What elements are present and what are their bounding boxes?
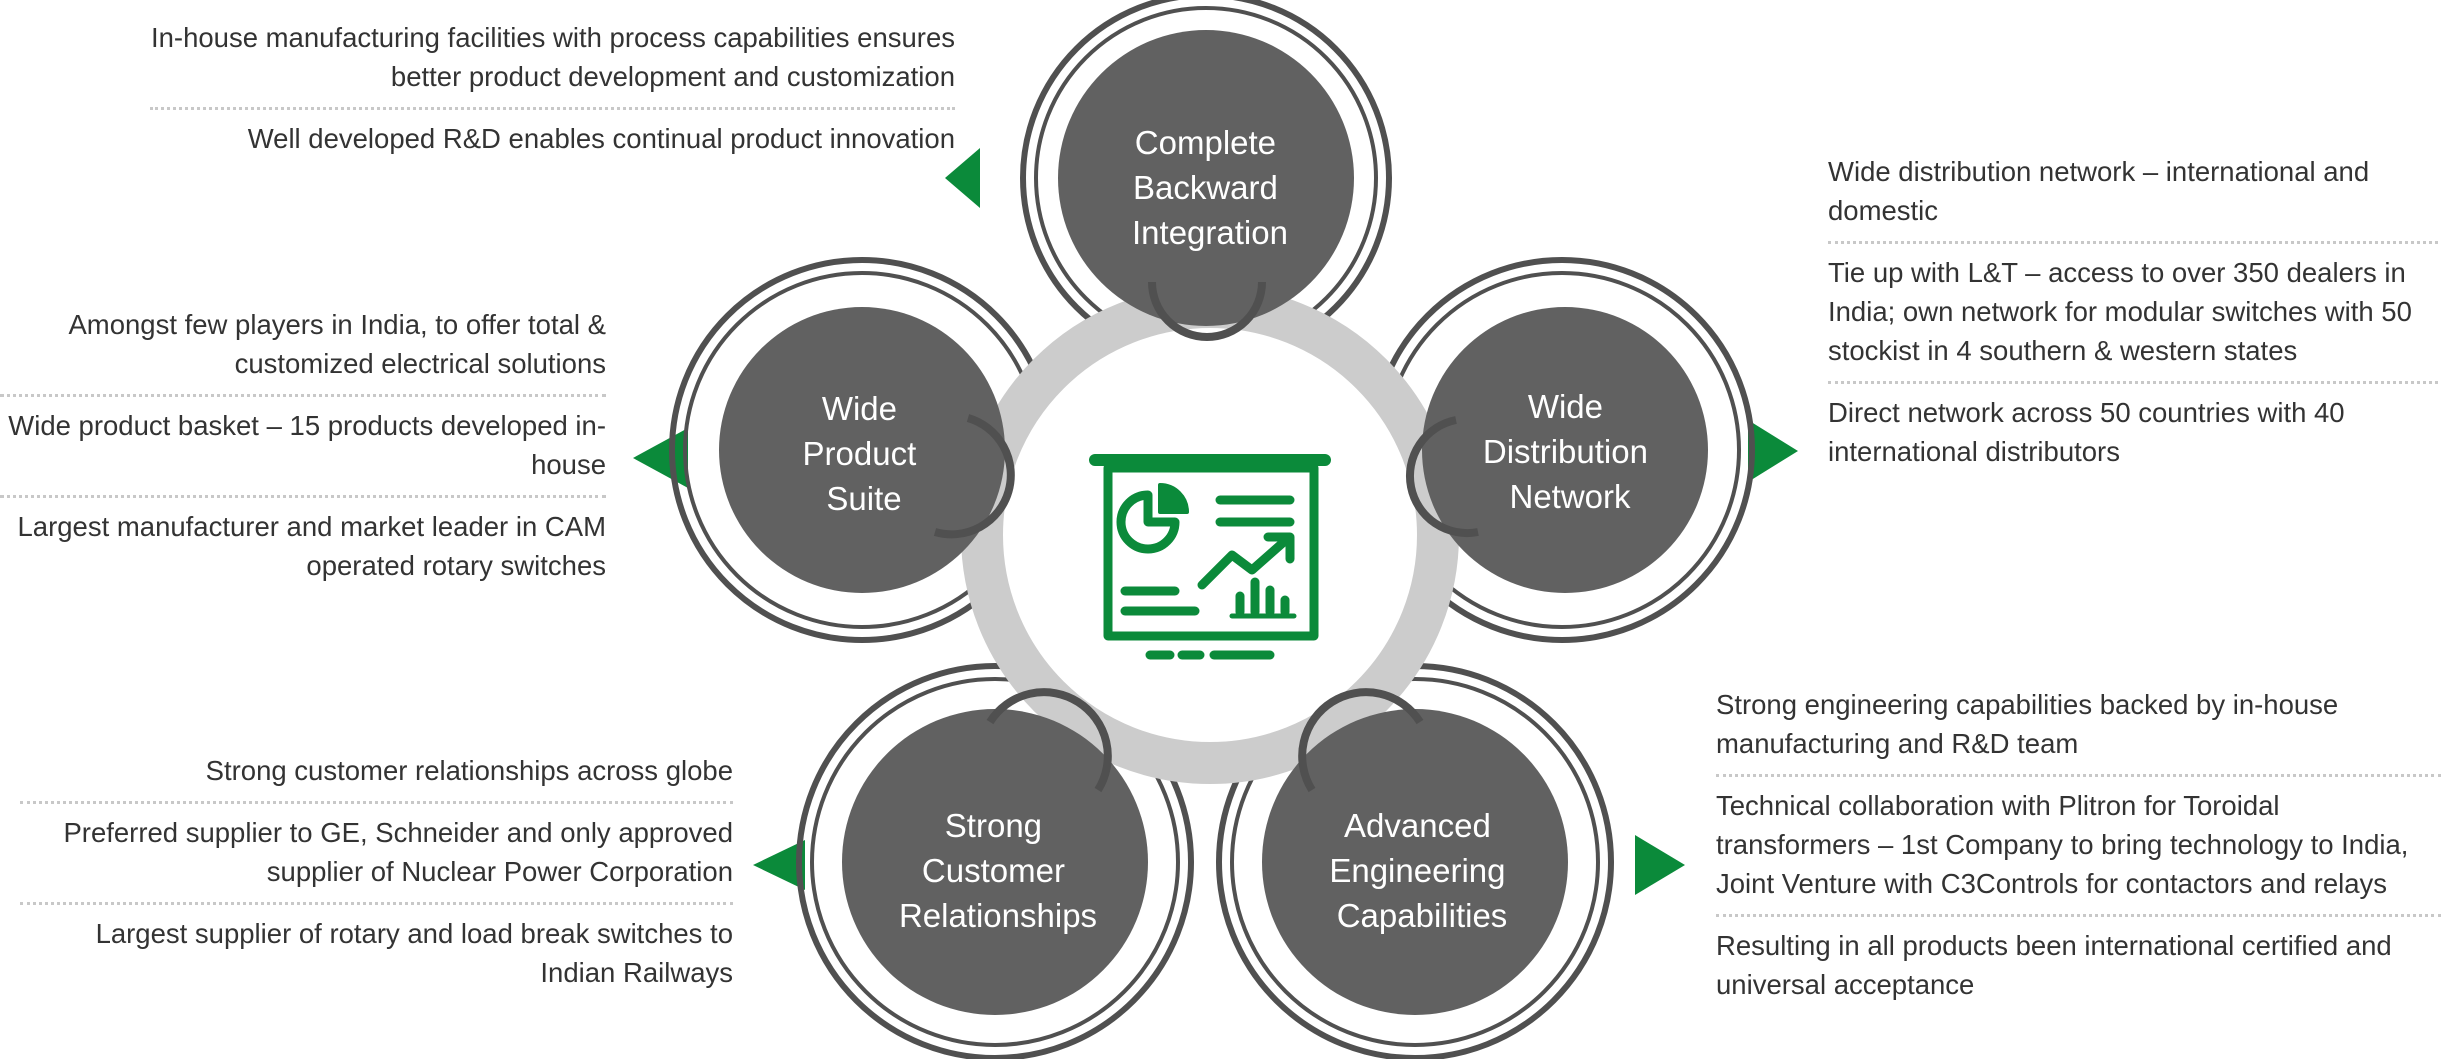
text-block-backward-integration: In-house manufacturing facilities with p…	[150, 18, 955, 169]
pointer-distribution	[1748, 420, 1798, 482]
bullet-point: Preferred supplier to GE, Schneider and …	[20, 804, 733, 905]
text-block-customer-relationships: Strong customer relationships across glo…	[20, 751, 733, 1003]
text-block-distribution-network: Wide distribution network – internationa…	[1828, 152, 2438, 482]
label-line: Relationships	[899, 897, 1097, 934]
bullet-point: Strong customer relationships across glo…	[20, 751, 733, 804]
node-distribution	[1422, 307, 1708, 593]
label-backward: Complete Backward Integration	[1132, 124, 1288, 251]
label-line: Network	[1509, 478, 1631, 515]
label-distribution: Wide Distribution Network	[1483, 388, 1657, 515]
bullet-point: In-house manufacturing facilities with p…	[150, 18, 955, 110]
node-customer	[842, 709, 1148, 1015]
presentation-board-chart-icon	[1089, 454, 1331, 660]
label-line: Integration	[1132, 214, 1288, 251]
ring-customer	[796, 663, 1194, 1059]
label-line: Complete	[1135, 124, 1276, 161]
bullet-point: Direct network across 50 countries with …	[1828, 397, 2345, 467]
label-line: Customer	[922, 852, 1065, 889]
bullet-point: Wide product basket – 15 products develo…	[0, 397, 606, 498]
label-line: Suite	[826, 480, 901, 517]
label-line: Wide	[1528, 388, 1603, 425]
pointer-product	[633, 428, 688, 488]
text-block-product-suite: Amongst few players in India, to offer t…	[0, 305, 606, 596]
node-engineering	[1262, 709, 1568, 1015]
label-line: Capabilities	[1337, 897, 1508, 934]
node-product	[719, 307, 1005, 593]
label-line: Wide	[822, 390, 897, 427]
bullet-point: Resulting in all products been internati…	[1716, 930, 2392, 1000]
label-customer: Strong Customer Relationships	[899, 807, 1097, 934]
bullet-point: Strong engineering capabilities backed b…	[1716, 685, 2441, 777]
bullet-point: Largest manufacturer and market leader i…	[17, 511, 606, 581]
bullet-point: Amongst few players in India, to offer t…	[0, 305, 606, 397]
label-product: Wide Product Suite	[803, 390, 926, 517]
bullet-point: Wide distribution network – internationa…	[1828, 152, 2438, 244]
bullet-point: Largest supplier of rotary and load brea…	[95, 918, 733, 988]
pointer-customer	[753, 840, 805, 890]
node-backward	[1058, 30, 1354, 326]
text-block-engineering-capabilities: Strong engineering capabilities backed b…	[1716, 685, 2441, 1015]
label-line: Strong	[945, 807, 1042, 844]
label-line: Product	[803, 435, 917, 472]
label-engineering: Advanced Engineering Capabilities	[1329, 807, 1514, 934]
bullet-point: Tie up with L&T – access to over 350 dea…	[1828, 244, 2438, 384]
label-line: Distribution	[1483, 433, 1648, 470]
pointer-engineering	[1635, 835, 1685, 895]
label-line: Backward	[1133, 169, 1278, 206]
label-line: Engineering	[1329, 852, 1505, 889]
bullet-point: Technical collaboration with Plitron for…	[1716, 777, 2441, 917]
node-circles	[719, 30, 1708, 1015]
pointer-backward	[945, 148, 980, 208]
arc-accents	[933, 281, 1479, 793]
bullet-point: Well developed R&D enables continual pro…	[247, 123, 955, 154]
label-line: Advanced	[1344, 807, 1491, 844]
